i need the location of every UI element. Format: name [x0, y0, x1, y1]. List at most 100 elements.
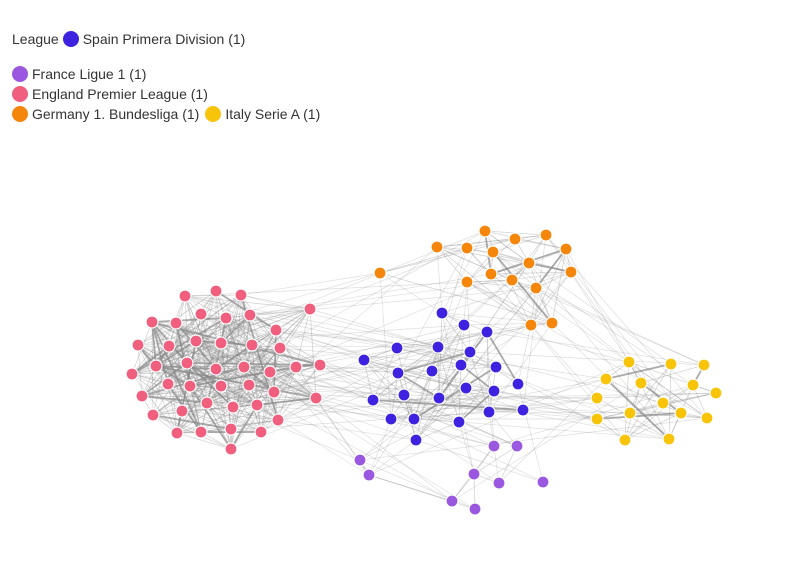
network-node-italy-14[interactable]: [662, 432, 676, 446]
network-node-france-5[interactable]: [492, 476, 506, 490]
network-node-england-28[interactable]: [146, 408, 160, 422]
legend-item-spain[interactable]: Spain Primera Division (1): [62, 29, 245, 49]
network-node-england-8[interactable]: [269, 323, 283, 337]
network-node-spain-10[interactable]: [489, 360, 503, 374]
network-node-england-10[interactable]: [162, 339, 176, 353]
network-node-england-18[interactable]: [209, 362, 223, 376]
network-node-germany-1[interactable]: [430, 240, 444, 254]
network-node-england-30[interactable]: [200, 396, 214, 410]
network-node-england-0[interactable]: [178, 289, 192, 303]
network-node-spain-9[interactable]: [454, 358, 468, 372]
legend-item-england[interactable]: England Premier League (1): [12, 84, 208, 104]
network-node-england-33[interactable]: [271, 413, 285, 427]
network-node-england-37[interactable]: [254, 425, 268, 439]
network-node-france-2[interactable]: [353, 453, 367, 467]
network-node-germany-13[interactable]: [529, 281, 543, 295]
network-node-spain-11[interactable]: [511, 377, 525, 391]
network-node-england-14[interactable]: [273, 341, 287, 355]
network-node-england-25[interactable]: [214, 379, 228, 393]
network-node-france-4[interactable]: [362, 468, 376, 482]
network-node-spain-7[interactable]: [391, 366, 405, 380]
network-node-italy-0[interactable]: [622, 355, 636, 369]
network-node-england-41[interactable]: [309, 391, 323, 405]
network-node-germany-6[interactable]: [486, 245, 500, 259]
network-node-england-3[interactable]: [145, 315, 159, 329]
network-node-germany-0[interactable]: [478, 224, 492, 238]
network-node-spain-17[interactable]: [384, 412, 398, 426]
network-node-spain-15[interactable]: [459, 381, 473, 395]
network-node-spain-4[interactable]: [390, 341, 404, 355]
network-node-germany-14[interactable]: [524, 318, 538, 332]
network-node-spain-8[interactable]: [425, 364, 439, 378]
network-node-england-20[interactable]: [263, 365, 277, 379]
network-node-italy-9[interactable]: [623, 406, 637, 420]
network-node-england-29[interactable]: [175, 404, 189, 418]
network-node-spain-18[interactable]: [407, 412, 421, 426]
network-node-england-36[interactable]: [224, 422, 238, 436]
network-node-spain-0[interactable]: [435, 306, 449, 320]
network-node-germany-2[interactable]: [460, 241, 474, 255]
network-node-italy-6[interactable]: [709, 386, 723, 400]
network-node-germany-7[interactable]: [373, 266, 387, 280]
network-node-england-17[interactable]: [180, 356, 194, 370]
network-node-england-24[interactable]: [183, 379, 197, 393]
network-node-england-13[interactable]: [245, 338, 259, 352]
network-node-spain-3[interactable]: [357, 353, 371, 367]
network-node-england-5[interactable]: [194, 307, 208, 321]
network-node-spain-1[interactable]: [457, 318, 471, 332]
network-node-germany-3[interactable]: [508, 232, 522, 246]
network-node-england-22[interactable]: [135, 389, 149, 403]
network-node-england-26[interactable]: [242, 378, 256, 392]
network-node-england-31[interactable]: [226, 400, 240, 414]
network-node-france-0[interactable]: [487, 439, 501, 453]
network-node-france-8[interactable]: [468, 502, 482, 516]
network-node-england-15[interactable]: [125, 367, 139, 381]
network-node-england-40[interactable]: [313, 358, 327, 372]
network-node-england-35[interactable]: [194, 425, 208, 439]
network-node-france-3[interactable]: [467, 467, 481, 481]
network-node-spain-22[interactable]: [409, 433, 423, 447]
network-node-germany-9[interactable]: [484, 267, 498, 281]
network-node-germany-12[interactable]: [564, 265, 578, 279]
network-node-italy-12[interactable]: [700, 411, 714, 425]
network-node-spain-12[interactable]: [366, 393, 380, 407]
network-node-italy-2[interactable]: [697, 358, 711, 372]
network-node-england-23[interactable]: [161, 377, 175, 391]
network-node-italy-11[interactable]: [590, 412, 604, 426]
network-node-italy-3[interactable]: [599, 372, 613, 386]
network-node-spain-5[interactable]: [431, 340, 445, 354]
network-node-italy-4[interactable]: [634, 376, 648, 390]
network-node-spain-21[interactable]: [516, 403, 530, 417]
network-node-england-21[interactable]: [289, 360, 303, 374]
network-node-germany-5[interactable]: [559, 242, 573, 256]
network-node-england-39[interactable]: [303, 302, 317, 316]
network-node-england-32[interactable]: [250, 398, 264, 412]
network-node-italy-5[interactable]: [686, 378, 700, 392]
network-node-germany-8[interactable]: [460, 275, 474, 289]
network-node-france-6[interactable]: [536, 475, 550, 489]
network-node-spain-20[interactable]: [482, 405, 496, 419]
network-node-italy-8[interactable]: [656, 396, 670, 410]
network-node-england-19[interactable]: [237, 360, 251, 374]
network-node-germany-10[interactable]: [505, 273, 519, 287]
network-node-england-11[interactable]: [189, 334, 203, 348]
network-node-germany-4[interactable]: [539, 228, 553, 242]
network-node-germany-11[interactable]: [522, 256, 536, 270]
legend-item-germany[interactable]: Germany 1. Bundesliga (1): [12, 104, 199, 124]
network-node-italy-1[interactable]: [664, 357, 678, 371]
network-node-england-34[interactable]: [170, 426, 184, 440]
network-node-italy-13[interactable]: [618, 433, 632, 447]
network-node-spain-2[interactable]: [480, 325, 494, 339]
network-node-england-38[interactable]: [224, 442, 238, 456]
network-node-spain-19[interactable]: [452, 415, 466, 429]
network-node-england-2[interactable]: [234, 288, 248, 302]
network-node-italy-7[interactable]: [590, 391, 604, 405]
network-node-england-4[interactable]: [169, 316, 183, 330]
network-node-spain-16[interactable]: [487, 384, 501, 398]
network-node-spain-6[interactable]: [463, 345, 477, 359]
network-node-spain-13[interactable]: [397, 388, 411, 402]
network-node-england-12[interactable]: [214, 336, 228, 350]
network-node-england-27[interactable]: [267, 385, 281, 399]
network-node-germany-15[interactable]: [545, 316, 559, 330]
